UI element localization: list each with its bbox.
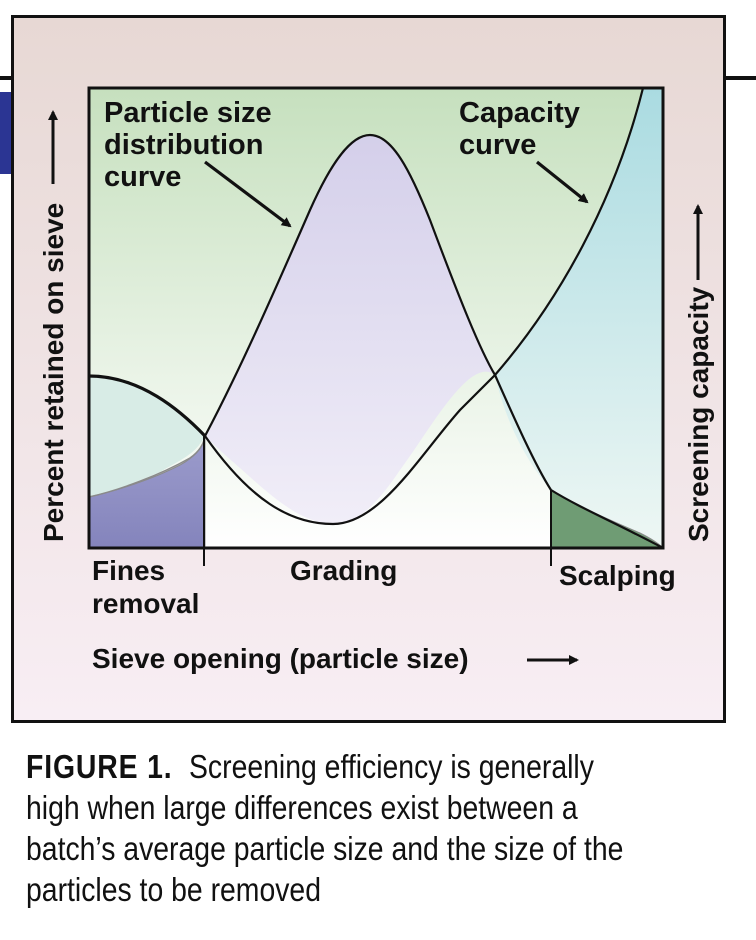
psd-curve-label: Particle size distribution curve: [104, 97, 280, 193]
figure-diagram: Particle size distribution curve Capacit…: [0, 15, 756, 723]
psd-label-line: Particle size: [104, 97, 272, 129]
plot-border: [87, 86, 665, 550]
fines-label-line: removal: [92, 588, 199, 619]
capacity-curve-lower: [88, 435, 206, 498]
capacity-label-line: Capacity: [459, 97, 580, 129]
caption-text: Screening efficiency is generally high w…: [26, 748, 624, 908]
capacity-pointer-arrow: [536, 160, 589, 204]
header-rule-left: [0, 76, 14, 80]
x-axis-label: Sieve opening (particle size): [92, 643, 469, 674]
psd-pointer-arrow: [204, 160, 292, 228]
psd-label-line: curve: [104, 161, 181, 193]
y-axis-left-group: Percent retained on sieve: [38, 110, 69, 542]
side-tab: [0, 92, 12, 174]
psd-left-tail: [88, 374, 207, 438]
left-tail-fill: [89, 376, 205, 497]
y-axis-right-label: Screening capacity: [683, 286, 714, 542]
fines-label-line: Fines: [92, 555, 165, 586]
capacity-region-fill: [495, 88, 663, 548]
figure-caption: FIGURE 1. Screening efficiency is genera…: [26, 746, 638, 910]
header-rule-right: [724, 76, 756, 80]
region-label-scalping: Scalping: [559, 560, 676, 591]
y-axis-right-group: Screening capacity: [683, 204, 714, 542]
psd-curve: [88, 133, 664, 549]
capacity-curve-label: Capacity curve: [459, 97, 588, 161]
region-label-grading: Grading: [290, 555, 397, 586]
capacity-curve: [204, 87, 645, 526]
psd-fill: [205, 135, 495, 525]
capacity-label-line: curve: [459, 129, 536, 161]
psd-label-line: distribution: [104, 129, 263, 161]
y-axis-left-label: Percent retained on sieve: [38, 203, 69, 542]
region-label-fines: Fines removal: [92, 555, 199, 619]
caption-figure-number: FIGURE 1.: [26, 748, 173, 785]
